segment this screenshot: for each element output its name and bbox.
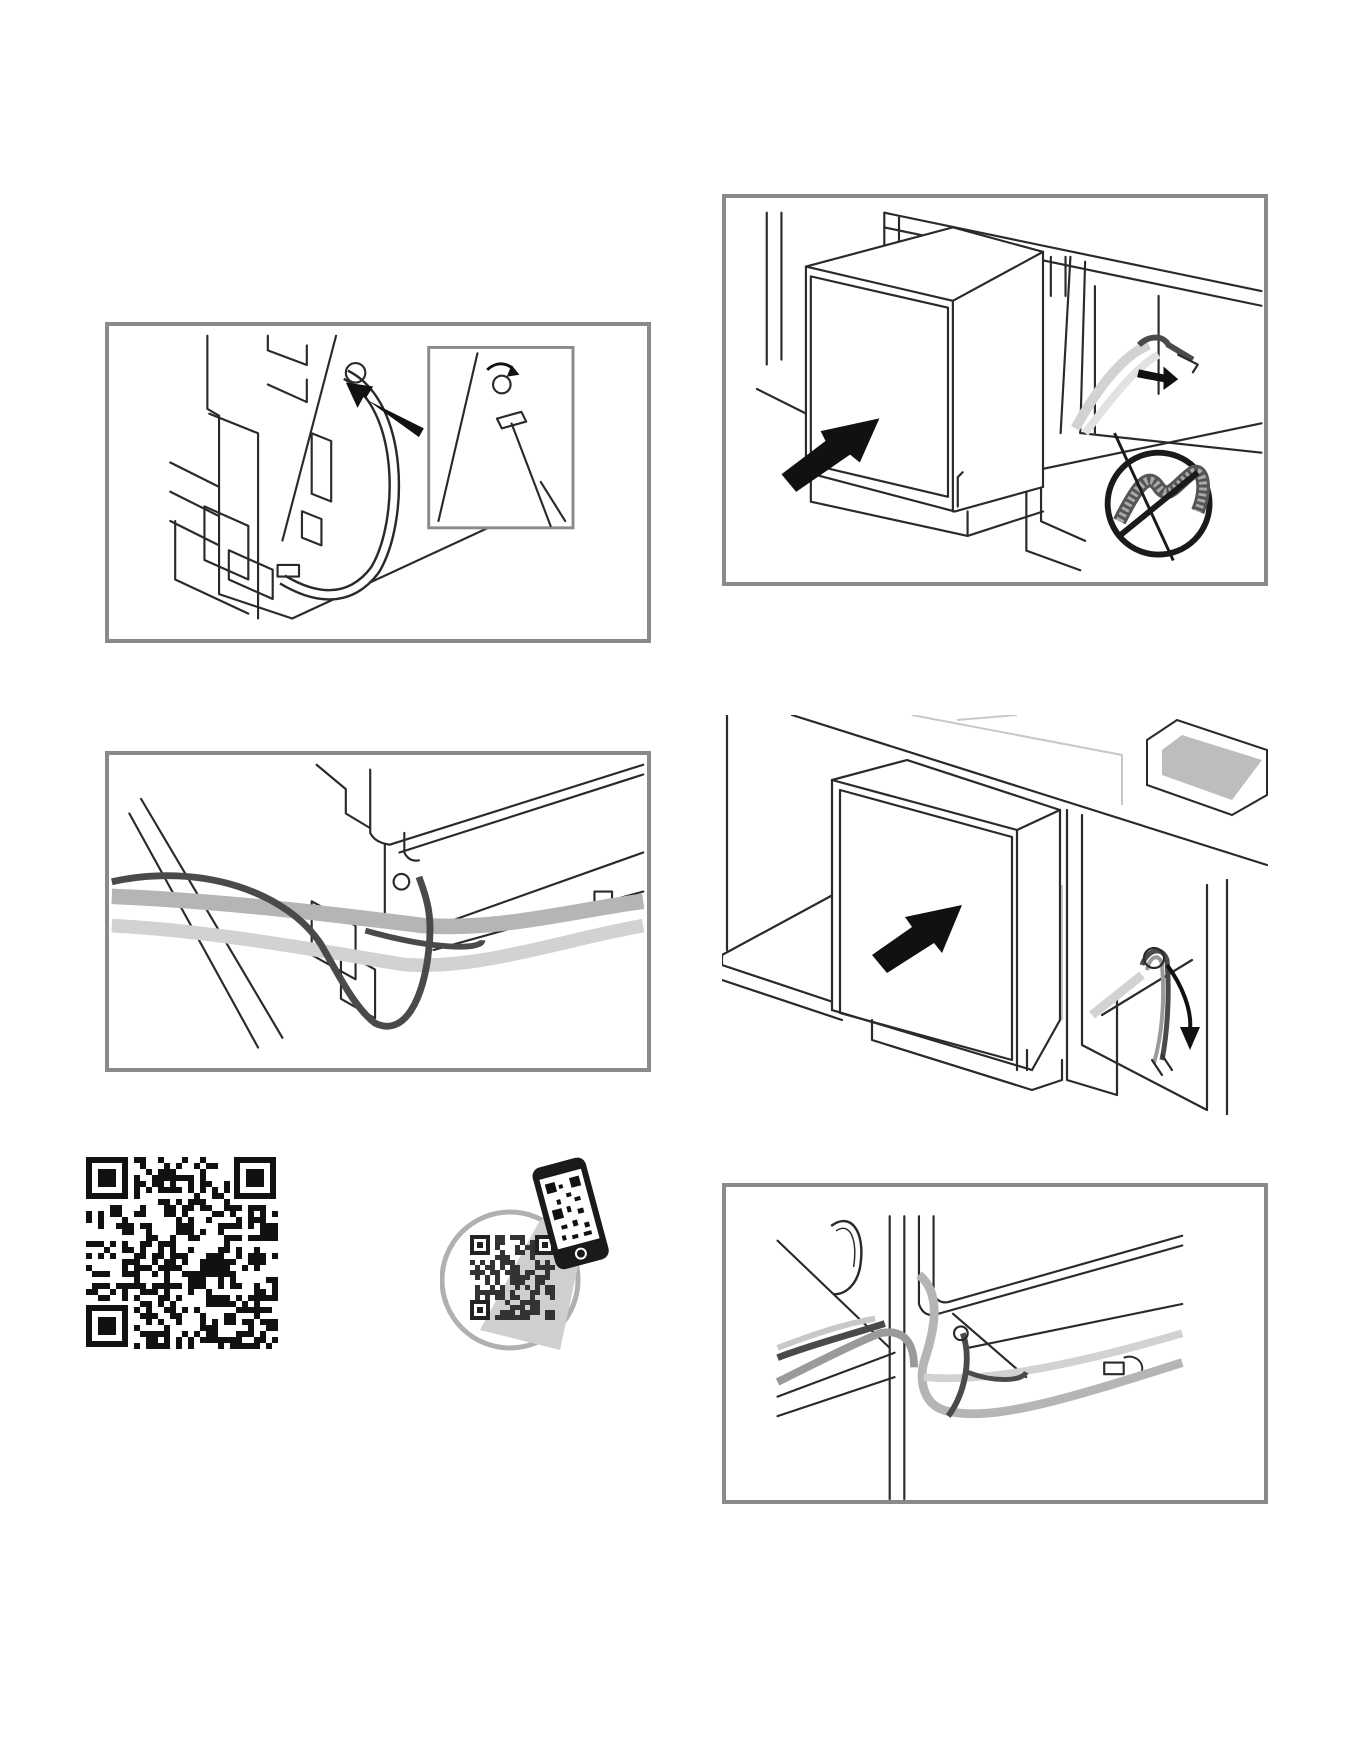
figure-hose-clip-attach — [105, 322, 651, 643]
phone-scan-qr-icon — [440, 1150, 635, 1352]
appliance-slide-in-hose-down-illustration — [722, 715, 1268, 1115]
figure-appliance-slide-in-hose-pulled — [722, 194, 1268, 586]
qr-code-icon — [82, 1153, 280, 1351]
figure-hoses-routed-final — [722, 1183, 1268, 1504]
figure-hoses-routed-under-base — [105, 751, 651, 1072]
hoses-routed-final-illustration — [726, 1187, 1264, 1500]
qr-code[interactable] — [82, 1153, 280, 1351]
hose-clip-attach-illustration — [109, 326, 647, 639]
appliance-slide-in-hose-pulled-illustration — [726, 198, 1264, 582]
hoses-routed-under-base-illustration — [109, 755, 647, 1068]
figure-appliance-slide-in-hose-down — [722, 715, 1268, 1115]
phone-scan-qr — [440, 1150, 635, 1352]
